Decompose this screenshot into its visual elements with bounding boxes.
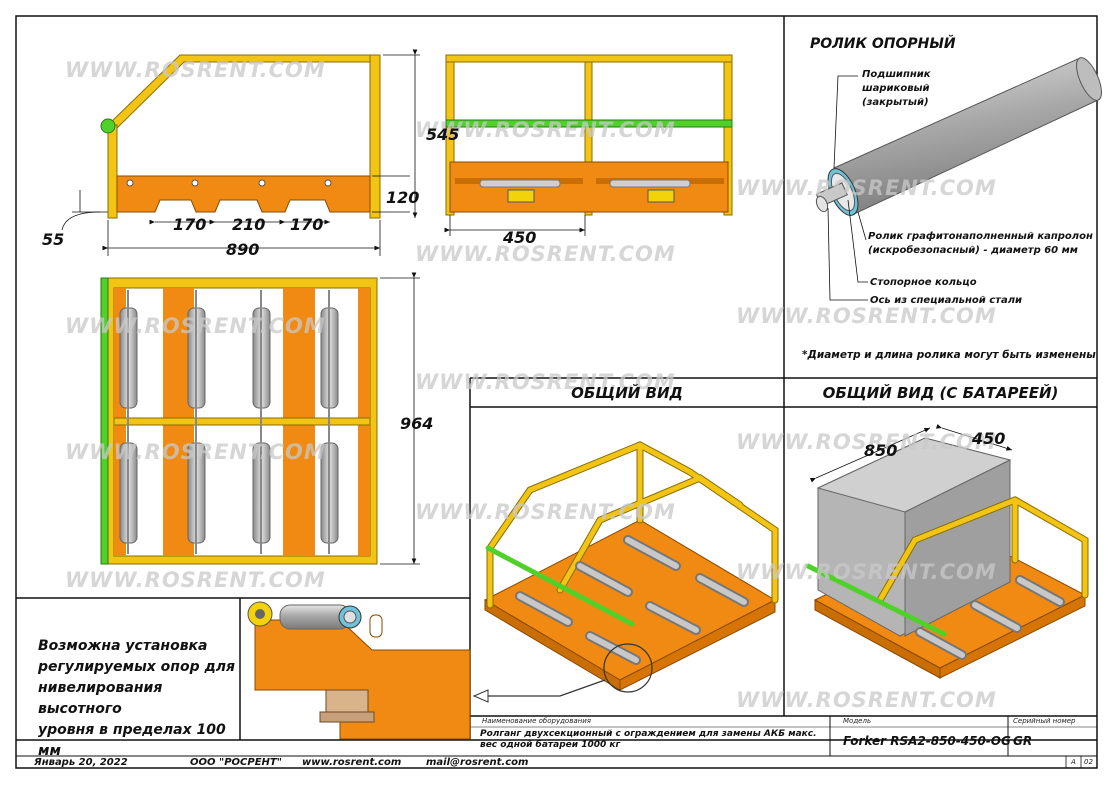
callout-bearing-line-3: (закрытый)	[862, 97, 929, 108]
general-view-illustration	[472, 441, 779, 703]
serial-header: Серийный номер	[1013, 717, 1076, 725]
sheet-borders	[15, 15, 1098, 769]
roller-footnote: *Диаметр и длина ролика могут быть измен…	[802, 349, 1096, 361]
callout-bearing-line-2: шариковый	[862, 83, 930, 94]
model-value: Forker RSA2-850-450-OG	[843, 734, 1011, 748]
footer-mail[interactable]: mail@rosrent.com	[426, 757, 529, 768]
serial-value: GR	[1013, 734, 1033, 748]
equipment-header: Наименование оборудования	[482, 717, 591, 725]
detail-note: Возможна установка регулируемых опор для…	[38, 636, 238, 762]
dim-battery-width: 450	[972, 429, 1006, 448]
watermark-9: WWW.ROSRENT.COM	[65, 440, 326, 464]
top-view-dimensions	[380, 272, 420, 565]
watermark-13: WWW.ROSRENT.COM	[736, 688, 997, 712]
support-roller-illustration	[815, 57, 1102, 216]
general-view-title: ОБЩИЙ ВИД	[571, 384, 683, 402]
model-header: Модель	[843, 717, 872, 725]
watermark-6: WWW.ROSRENT.COM	[65, 314, 326, 338]
watermark-4: WWW.ROSRENT.COM	[415, 242, 676, 266]
side-view	[100, 54, 381, 219]
dim-side-height: 545	[426, 125, 460, 144]
footer-company: ООО "РОСРЕНТ"	[190, 757, 282, 768]
front-view-dimensions	[444, 215, 586, 236]
dim-front-width: 450	[503, 228, 537, 247]
dim-gap-mid: 210	[232, 215, 266, 234]
watermark-12: WWW.ROSRENT.COM	[65, 568, 326, 592]
footer-site[interactable]: www.rosrent.com	[302, 757, 402, 768]
sheet-number: 02	[1084, 758, 1093, 766]
front-view	[445, 54, 733, 216]
watermark-7: WWW.ROSRENT.COM	[415, 370, 676, 394]
watermark-3: WWW.ROSRENT.COM	[736, 176, 997, 200]
roller-callout-lines	[827, 75, 868, 301]
callout-bearing-line-1: Подшипник	[862, 69, 931, 80]
top-view	[100, 277, 378, 565]
battery-view-illustration	[805, 437, 1089, 679]
watermark-8: WWW.ROSRENT.COM	[736, 430, 997, 454]
side-view-dimensions	[61, 49, 420, 256]
footer-date: Январь 20, 2022	[34, 757, 128, 768]
detail-closeup	[241, 599, 471, 740]
callout-roller-line-2: (искробезопасный) - диаметр 60 мм	[868, 245, 1078, 256]
sheet-format: A	[1071, 758, 1076, 766]
equipment-value: Ролганг двухсекционный с ограждением для…	[480, 729, 817, 750]
watermark-10: WWW.ROSRENT.COM	[415, 500, 676, 524]
watermark-2: WWW.ROSRENT.COM	[415, 118, 676, 142]
dim-gap-left: 170	[173, 215, 207, 234]
detail-note-line-4: уровня в пределах 100 мм	[38, 722, 226, 759]
callout-bearing: Подшипник шариковый (закрытый)	[862, 68, 931, 110]
detail-note-line-1: Возможна установка	[38, 638, 208, 654]
watermark-5: WWW.ROSRENT.COM	[736, 304, 997, 328]
callout-axle: Ось из специальной стали	[870, 295, 1023, 306]
callout-roller-line-1: Ролик графитонаполненный капролон	[868, 231, 1093, 242]
dim-battery-length: 850	[864, 441, 898, 460]
dim-side-offset: 55	[42, 230, 65, 249]
dim-gap-right: 170	[290, 215, 324, 234]
callout-roller: Ролик графитонаполненный капролон (искро…	[868, 230, 1093, 258]
detail-note-line-3: нивелирования высотного	[38, 680, 163, 717]
dim-top-length: 964	[400, 414, 434, 433]
dim-side-low: 120	[386, 188, 420, 207]
battery-view-title: ОБЩИЙ ВИД (С БАТАРЕЕЙ)	[822, 384, 1059, 402]
callout-ring: Стопорное кольцо	[870, 277, 977, 288]
watermark-11: WWW.ROSRENT.COM	[736, 560, 997, 584]
dim-total-length: 890	[226, 240, 260, 259]
roller-panel-title: РОЛИК ОПОРНЫЙ	[810, 36, 956, 52]
battery-dimensions	[809, 424, 1013, 483]
detail-note-line-2: регулируемых опор для	[38, 659, 236, 675]
watermark-1: WWW.ROSRENT.COM	[65, 58, 326, 82]
